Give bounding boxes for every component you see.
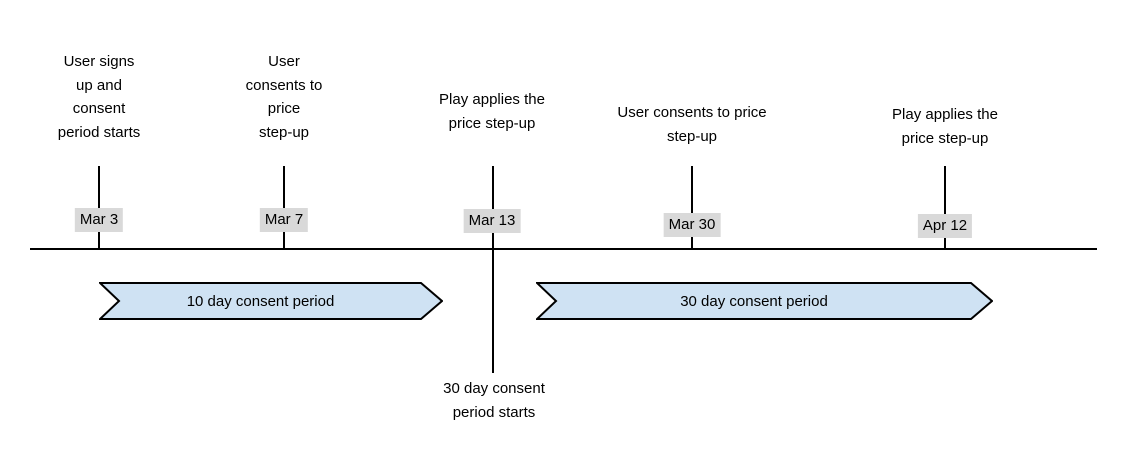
event-label-signup: User signs up and consent period starts bbox=[57, 53, 141, 141]
period-label-10-day: 10 day consent period bbox=[186, 292, 335, 310]
event-label-first-consent: User consents to price step-up bbox=[245, 53, 323, 141]
date-badge-mar-7: Mar 7 bbox=[259, 208, 309, 232]
event-tick-mar-7 bbox=[283, 166, 285, 249]
event-tick-mar-30 bbox=[690, 166, 693, 249]
event-tick-mar-13 bbox=[491, 166, 494, 373]
period-arrow-shape bbox=[536, 282, 993, 320]
event-tick-apr-12 bbox=[944, 166, 946, 249]
event-label-first-apply: Play applies the price step-up bbox=[439, 91, 545, 132]
event-label-second-consent: User consents to price step-up bbox=[617, 104, 767, 145]
date-badge-mar-3: Mar 3 bbox=[74, 208, 124, 232]
date-badge-mar-13: Mar 13 bbox=[463, 209, 521, 233]
period-label-30-day: 30 day consent period bbox=[680, 292, 828, 310]
event-tick-mar-3 bbox=[97, 166, 100, 249]
milestone-note-30-day-start: 30 day consent period starts bbox=[443, 380, 545, 421]
timeline-axis bbox=[30, 248, 1097, 250]
period-arrow-30-day bbox=[536, 282, 993, 320]
event-label-second-apply: Play applies the price step-up bbox=[892, 106, 998, 147]
period-banner-10-day: 10 day consent period bbox=[99, 281, 443, 321]
date-badge-apr-12: Apr 12 bbox=[917, 214, 973, 238]
period-arrow-shape bbox=[99, 282, 443, 320]
period-arrow-10-day bbox=[99, 282, 443, 320]
date-badge-mar-30: Mar 30 bbox=[663, 213, 721, 237]
period-banner-30-day: 30 day consent period bbox=[536, 281, 993, 321]
